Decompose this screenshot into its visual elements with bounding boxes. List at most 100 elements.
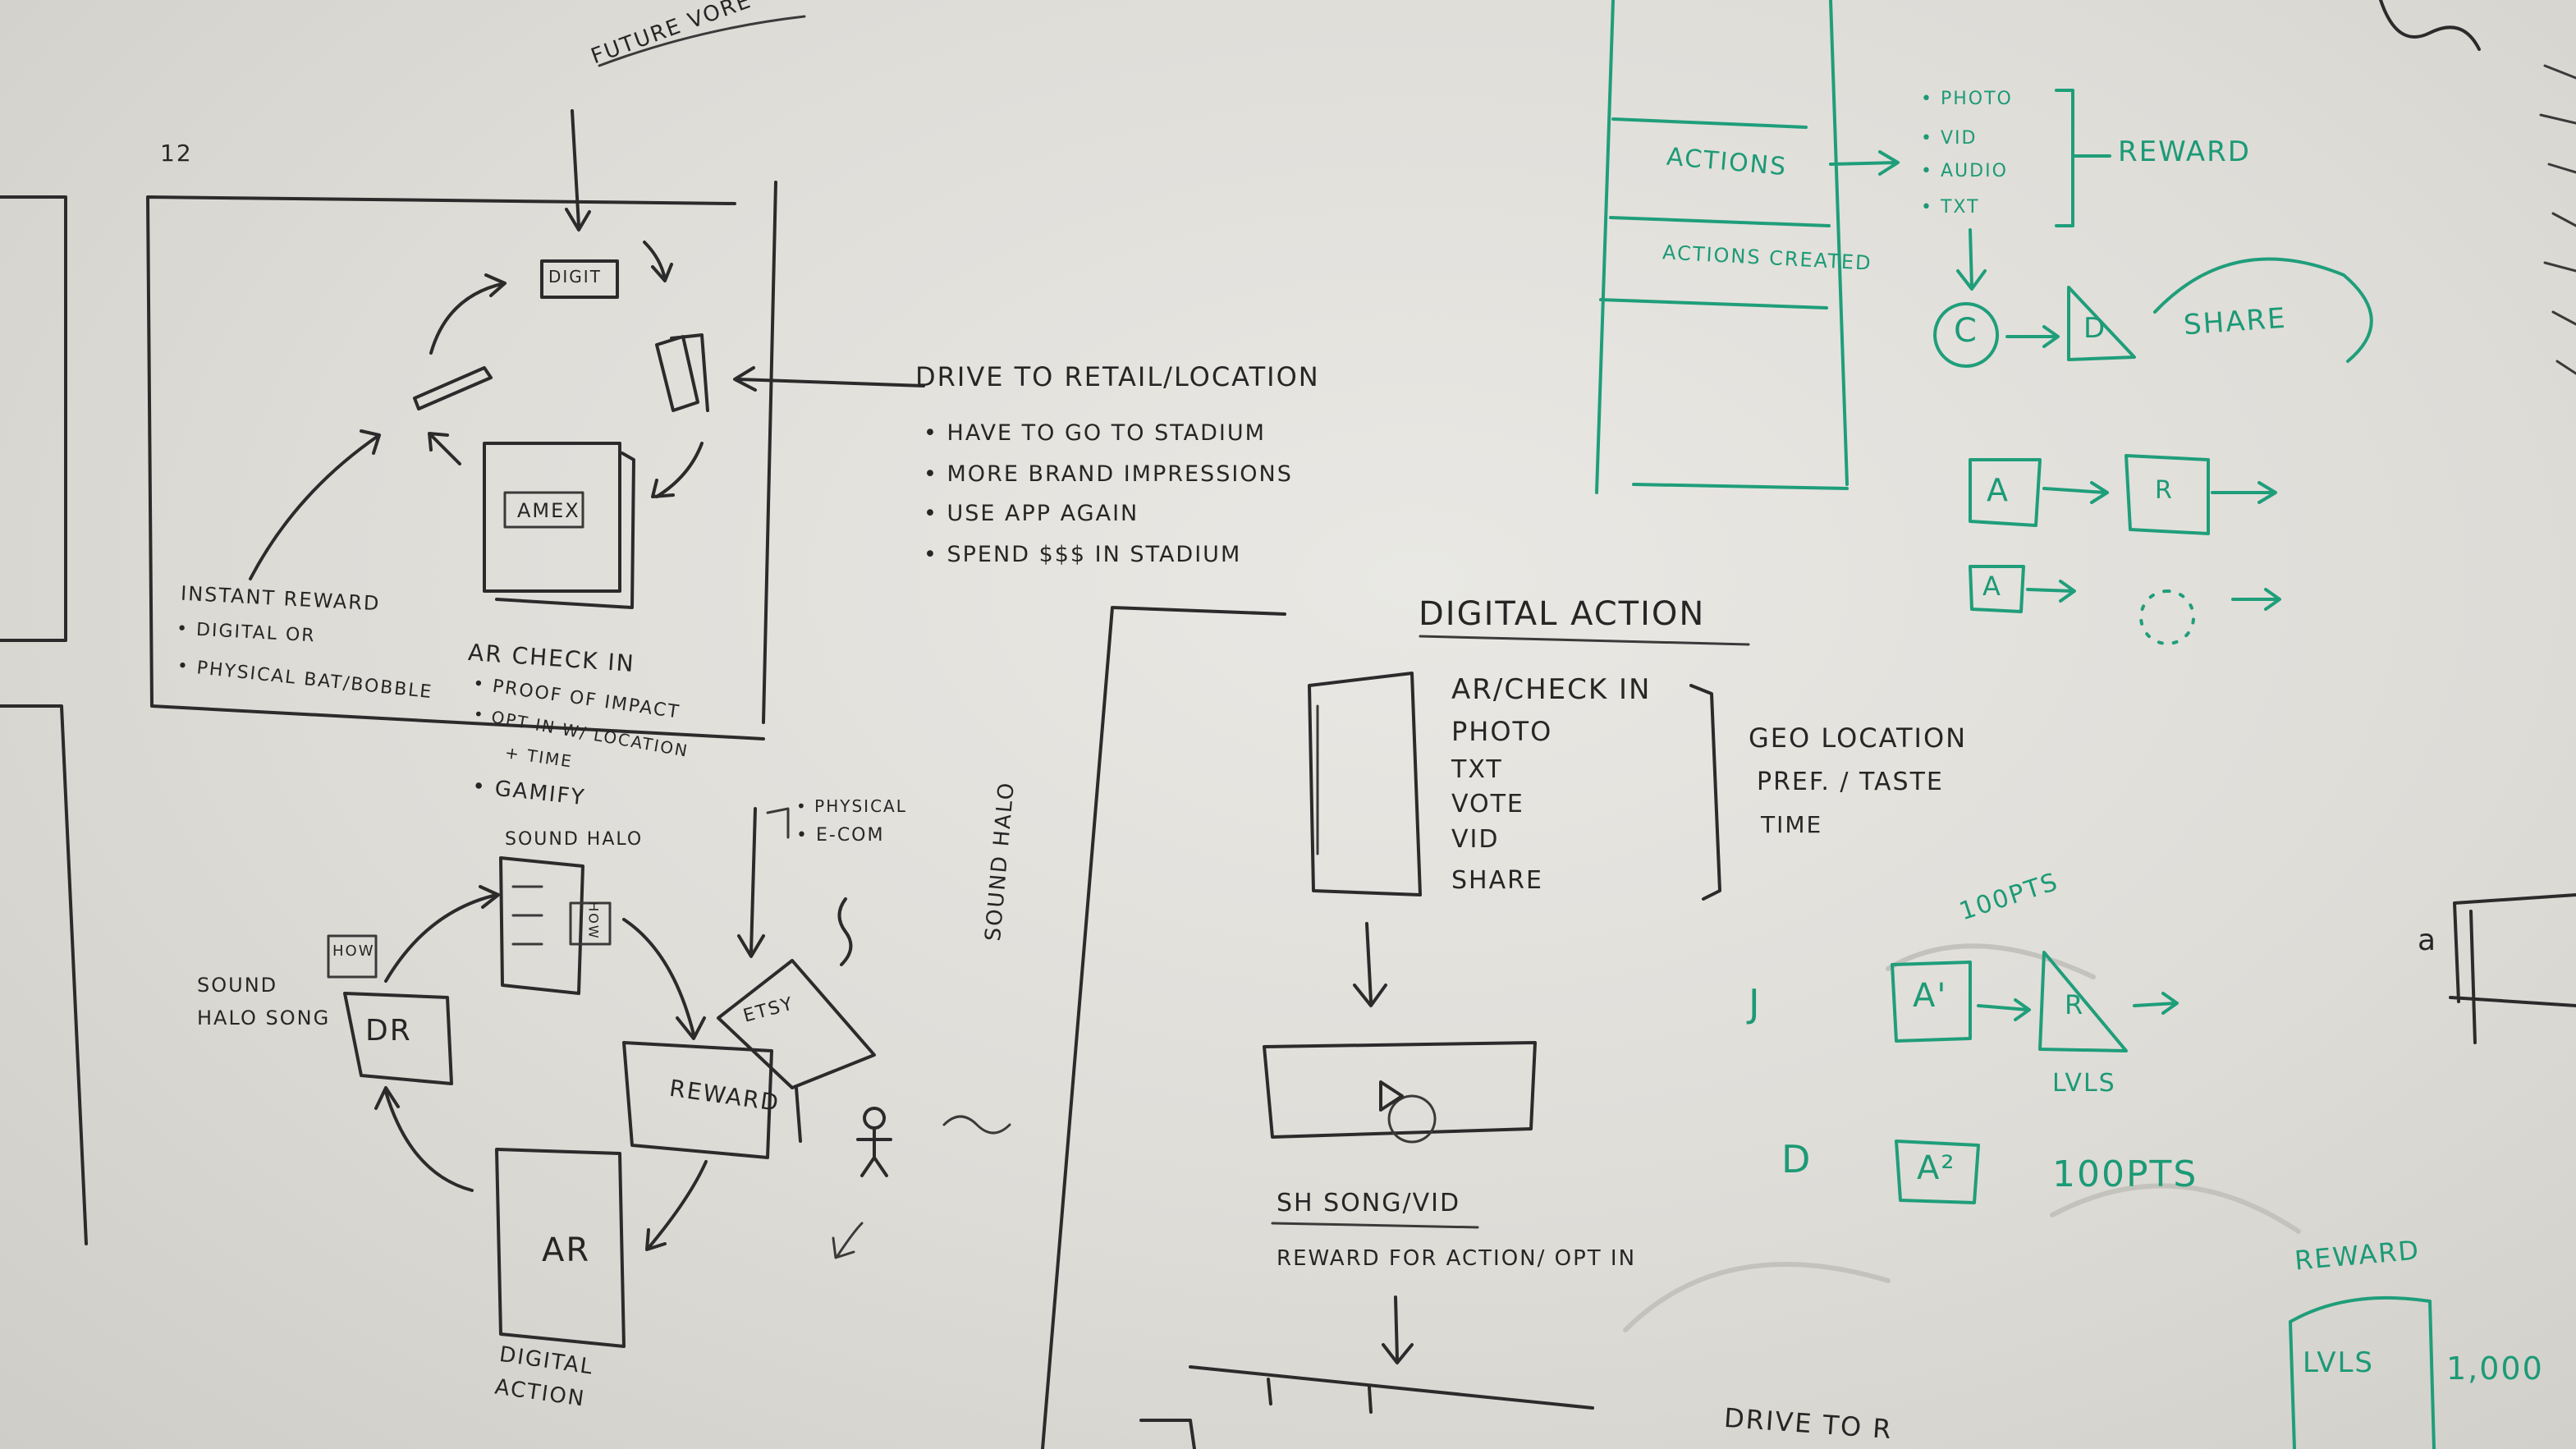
bar-to-digit-arrow bbox=[429, 273, 506, 355]
amex-card-shadow bbox=[495, 452, 635, 609]
digital-action-item-2: PHOTO bbox=[1451, 716, 1553, 747]
amex-label-box bbox=[503, 491, 584, 529]
geo-location-label: GEO LOCATION bbox=[1749, 722, 1968, 754]
share-arc bbox=[2153, 257, 2373, 363]
play-icon bbox=[1379, 1080, 1404, 1112]
reward-green-label: REWARD bbox=[2118, 135, 2251, 168]
cards-icon bbox=[655, 333, 709, 412]
digit-box bbox=[540, 259, 619, 299]
reward-box bbox=[622, 1041, 773, 1159]
r-arrow bbox=[2211, 481, 2277, 504]
loop-frame bbox=[146, 181, 777, 741]
play-button-circle bbox=[1387, 1094, 1437, 1144]
sh-list-box bbox=[499, 856, 584, 995]
a1-label: A' bbox=[1913, 977, 1948, 1015]
a1-arrow bbox=[2042, 481, 2109, 504]
amex-label: AMEX bbox=[517, 499, 580, 522]
digital-action-item-1: AR/CHECK IN bbox=[1451, 673, 1652, 706]
items-bracket bbox=[1689, 684, 1721, 901]
phone-outline bbox=[1308, 672, 1422, 896]
a1-box bbox=[1891, 961, 1972, 1043]
a-box-small bbox=[1969, 565, 2025, 613]
digital-action-item-3: TXT bbox=[1451, 755, 1503, 784]
how-left-box bbox=[327, 934, 378, 979]
physical-bracket bbox=[766, 807, 790, 839]
ar-to-dr-arrow bbox=[374, 1086, 474, 1192]
dr-to-sh-arrow bbox=[384, 885, 500, 983]
ecom-label: E-COM bbox=[796, 825, 884, 846]
digit-label: DIGIT bbox=[548, 267, 602, 287]
far-right-a: a bbox=[2418, 924, 2438, 957]
sh-list-lines bbox=[511, 885, 543, 946]
pts-bottom-label: 100PTS bbox=[2052, 1153, 2198, 1195]
sound-halo-divider bbox=[1041, 606, 1286, 1449]
dotted-arrow bbox=[2231, 588, 2281, 611]
time-label: TIME bbox=[1761, 811, 1823, 838]
instant-reward-arrow bbox=[249, 429, 381, 580]
r2-label: R bbox=[2065, 989, 2085, 1020]
actions-stack bbox=[1595, 0, 1849, 494]
media-bracket bbox=[2055, 89, 2111, 227]
etsy-house bbox=[717, 959, 876, 1143]
lvls-box bbox=[2289, 1295, 2436, 1449]
media-txt: TXT bbox=[1921, 197, 1980, 218]
amex-to-bar-arrow bbox=[428, 432, 461, 465]
digital-action-item-5: VID bbox=[1451, 825, 1500, 854]
c-label: C bbox=[1954, 312, 1978, 350]
sh-song-underline bbox=[1271, 1222, 1479, 1229]
a-small-label: A bbox=[1982, 571, 2002, 602]
bar-icon bbox=[413, 366, 493, 410]
drive-to-retail-item-4: SPEND $$$ IN STADIUM bbox=[924, 542, 1241, 567]
reward-for-action-label: REWARD FOR ACTION/ OPT IN bbox=[1277, 1246, 1637, 1271]
sh-to-reward-arrow bbox=[622, 918, 706, 1040]
digit-to-cards-arrow bbox=[643, 241, 673, 282]
reward-arrow-down bbox=[737, 807, 765, 958]
drive-to-retail-item-2: MORE BRAND IMPRESSIONS bbox=[924, 461, 1293, 487]
retail-arrow bbox=[733, 366, 925, 392]
d-label: D bbox=[2083, 312, 2107, 345]
how-right-box bbox=[569, 901, 612, 946]
reward-down-arrow bbox=[1382, 1295, 1414, 1364]
right-edge-hatching bbox=[2539, 64, 2576, 375]
ar-box bbox=[495, 1148, 626, 1348]
thousand-label: 1,000 bbox=[2446, 1350, 2544, 1387]
person-to-ar-arrow bbox=[832, 1222, 864, 1259]
d-triangle bbox=[2067, 286, 2136, 361]
video-box bbox=[1263, 1041, 1537, 1139]
drive-to-retail-item-3: USE APP AGAIN bbox=[924, 501, 1139, 526]
person-icon bbox=[856, 1107, 892, 1177]
dotted-circle bbox=[2139, 589, 2196, 645]
page-number: 12 bbox=[160, 140, 193, 167]
r-box bbox=[2125, 454, 2210, 535]
drive-to-retail-title: DRIVE TO RETAIL/LOCATION bbox=[915, 361, 1320, 392]
sound-halo-song-label: SOUND HALO SONG bbox=[197, 974, 331, 1029]
r-triangle bbox=[2038, 951, 2128, 1052]
digital-action-underline bbox=[1419, 635, 1750, 646]
bottom-storyboard bbox=[1139, 1365, 1594, 1449]
c-to-d-arrow bbox=[2005, 325, 2060, 348]
cards-to-amex-arrow bbox=[651, 442, 704, 498]
person-wave bbox=[942, 1115, 1011, 1135]
a-small-arrow bbox=[2026, 580, 2076, 603]
a2-label: A² bbox=[1917, 1149, 1956, 1187]
how-left-label: HOW bbox=[332, 942, 375, 960]
a-box-1 bbox=[1969, 458, 2042, 527]
r-out-arrow bbox=[2133, 992, 2179, 1015]
a-label: A bbox=[1987, 472, 2010, 508]
reward-to-ar-arrow bbox=[645, 1160, 708, 1251]
phone-down-arrow bbox=[1353, 922, 1387, 1007]
future-arrow bbox=[565, 109, 591, 232]
dr-box bbox=[343, 992, 453, 1085]
how-right-label: HOW bbox=[585, 901, 602, 940]
lvls-bottom-label: LVLS bbox=[2303, 1346, 2374, 1379]
lvls-label: LVLS bbox=[2052, 1069, 2116, 1098]
pref-taste-label: PREF. / TASTE bbox=[1757, 768, 1944, 796]
right-edge-sketch bbox=[2379, 0, 2576, 1044]
digital-action-item-4: VOTE bbox=[1451, 790, 1524, 819]
r-label: R bbox=[2155, 476, 2174, 505]
media-down-arrow bbox=[1956, 228, 1987, 291]
digital-action-item-6: SHARE bbox=[1451, 866, 1543, 895]
actions-arrow bbox=[1829, 150, 1900, 176]
